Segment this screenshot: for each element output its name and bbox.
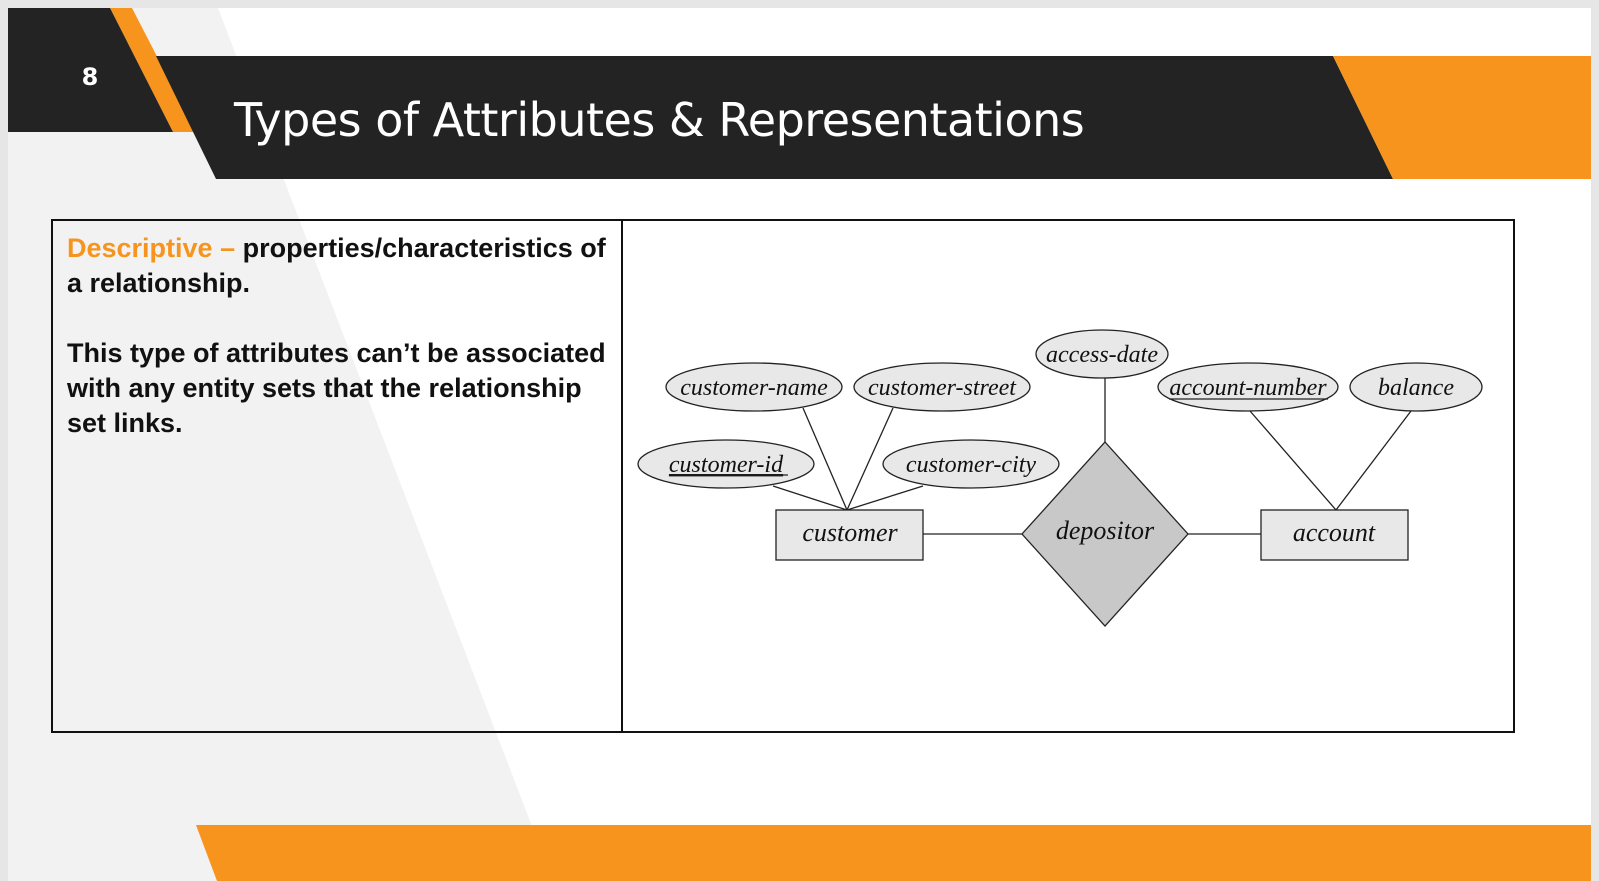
term-label: Descriptive <box>67 233 213 263</box>
orange-bottom-band <box>196 825 1591 881</box>
entity-account: account <box>1260 509 1409 561</box>
orange-corner-accent <box>1333 56 1591 179</box>
slide-title: Types of Attributes & Representations <box>234 93 1085 147</box>
orange-top-sliver <box>110 8 196 132</box>
dark-title-band <box>156 56 1393 179</box>
attribute-label-key: account-number <box>1169 375 1327 401</box>
er-diagram: customer-name customer-street customer-i… <box>637 329 1483 627</box>
note-paragraph: This type of attributes can’t be associa… <box>67 338 606 438</box>
connector-lines <box>772 378 1412 535</box>
attribute-customer-city: customer-city <box>882 439 1060 489</box>
attribute-balance: balance <box>1349 362 1483 412</box>
attribute-label: access-date <box>1046 342 1158 368</box>
attribute-access-date: access-date <box>1035 329 1169 379</box>
slide-number: 8 <box>81 63 99 91</box>
attribute-label: customer-street <box>868 375 1017 401</box>
entity-customer: customer <box>775 509 924 561</box>
relationship-depositor: depositor <box>1021 441 1189 627</box>
attribute-label: balance <box>1378 375 1454 401</box>
entity-label: account <box>1293 518 1376 547</box>
definition-text: properties/characteristics of a relation… <box>67 233 606 298</box>
slide-background <box>8 8 1591 881</box>
attribute-customer-id: customer-id <box>637 439 815 489</box>
definition-paragraph: Descriptive – properties/characteristics… <box>67 231 607 301</box>
attribute-label: customer-city <box>906 452 1036 478</box>
term-dash: – <box>212 233 243 263</box>
entity-label: customer <box>802 518 898 547</box>
attribute-label: customer-name <box>680 375 828 401</box>
number-tab <box>8 8 173 132</box>
text-cell: Descriptive – properties/characteristics… <box>53 221 623 731</box>
slide: 8 Types of Attributes & Representations … <box>8 8 1591 881</box>
attribute-customer-street: customer-street <box>853 362 1031 412</box>
diagram-cell: customer-name customer-street customer-i… <box>623 221 1513 731</box>
content-table: Descriptive – properties/characteristics… <box>51 219 1515 733</box>
relationship-label: depositor <box>1056 516 1155 545</box>
attribute-customer-name: customer-name <box>665 362 843 412</box>
attribute-label-key: customer-id <box>669 452 784 478</box>
attribute-account-number: account-number <box>1157 362 1339 412</box>
light-diagonal-panel <box>8 8 553 881</box>
